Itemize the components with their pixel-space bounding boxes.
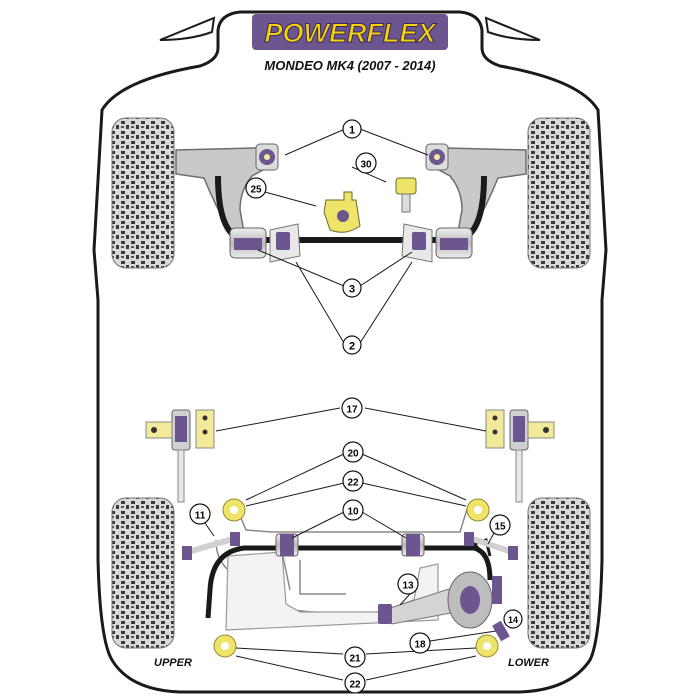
rear-anti-roll-bar [205,545,493,619]
callout-2: 2 [342,335,362,355]
rear-upper-right-bush [466,498,490,522]
left-pillar [159,16,216,41]
svg-text:15: 15 [494,522,506,533]
svg-text:22: 22 [347,478,359,489]
callout-11: 11 [189,503,211,525]
powerflex-logo: POWERFLEX [252,14,448,50]
callout-22-lower: 22 [344,672,366,694]
front-left-arm-bush-insert [234,238,262,250]
callout-18: 18 [409,632,431,654]
front-right-wishbone-bush [425,143,449,171]
callout-10: 10 [342,499,364,521]
svg-text:10: 10 [347,507,359,518]
front-left-wishbone-bush [255,143,279,171]
upper-label: UPPER [154,657,192,669]
svg-text:20: 20 [347,449,359,460]
callout-15: 15 [489,514,511,536]
front-right-tyre [527,117,591,269]
callout-3: 3 [342,278,362,298]
rear-lower-arm-bush [492,620,510,642]
right-pillar [484,16,541,41]
rear-right-arb-bush [401,533,425,557]
callout-22-upper: 22 [342,470,364,492]
callout-25: 25 [245,177,267,199]
callout-20: 20 [342,441,364,463]
rear-lower-left-bush [213,634,237,658]
callout-30: 30 [355,152,377,174]
bump-stop-part [395,177,417,213]
front-right-arm-bush-insert [440,238,468,250]
rear-upper-left-bush [222,498,246,522]
svg-text:1: 1 [349,125,355,137]
callout-21: 21 [344,646,366,668]
svg-text:17: 17 [346,405,358,416]
rear-right-top-mount [485,409,555,503]
rear-lower-right-bush [475,634,499,658]
svg-text:3: 3 [349,284,355,296]
svg-text:22: 22 [349,680,361,691]
rear-right-tyre [527,497,591,649]
front-anti-roll-bar [215,175,487,243]
callout-17: 17 [341,397,363,419]
svg-text:18: 18 [414,640,426,651]
svg-text:30: 30 [360,160,372,171]
lower-label: LOWER [508,657,549,669]
rear-right-link [464,532,518,560]
model-title: MONDEO MK4 (2007 - 2014) [264,58,435,73]
rear-engine-mount-arm [378,571,502,629]
svg-text:14: 14 [508,615,518,625]
front-left-tyre [111,117,175,269]
svg-text:25: 25 [250,185,262,196]
rear-left-link [182,532,240,560]
front-left-arb-bush [276,232,290,250]
svg-text:2: 2 [349,341,355,353]
svg-text:11: 11 [195,511,206,522]
leader-lines [204,128,512,681]
logo-text: POWERFLEX [264,18,437,48]
callout-1: 1 [342,119,362,139]
engine-mount-insert-core [337,210,349,222]
rear-left-top-mount [145,409,215,503]
svg-text:21: 21 [349,654,361,665]
svg-text:13: 13 [402,581,414,592]
callout-13: 13 [397,573,419,595]
rear-left-tyre [111,497,175,649]
rear-left-arb-bush [275,533,299,557]
callout-14: 14 [503,609,523,629]
front-right-arb-bush [412,232,426,250]
